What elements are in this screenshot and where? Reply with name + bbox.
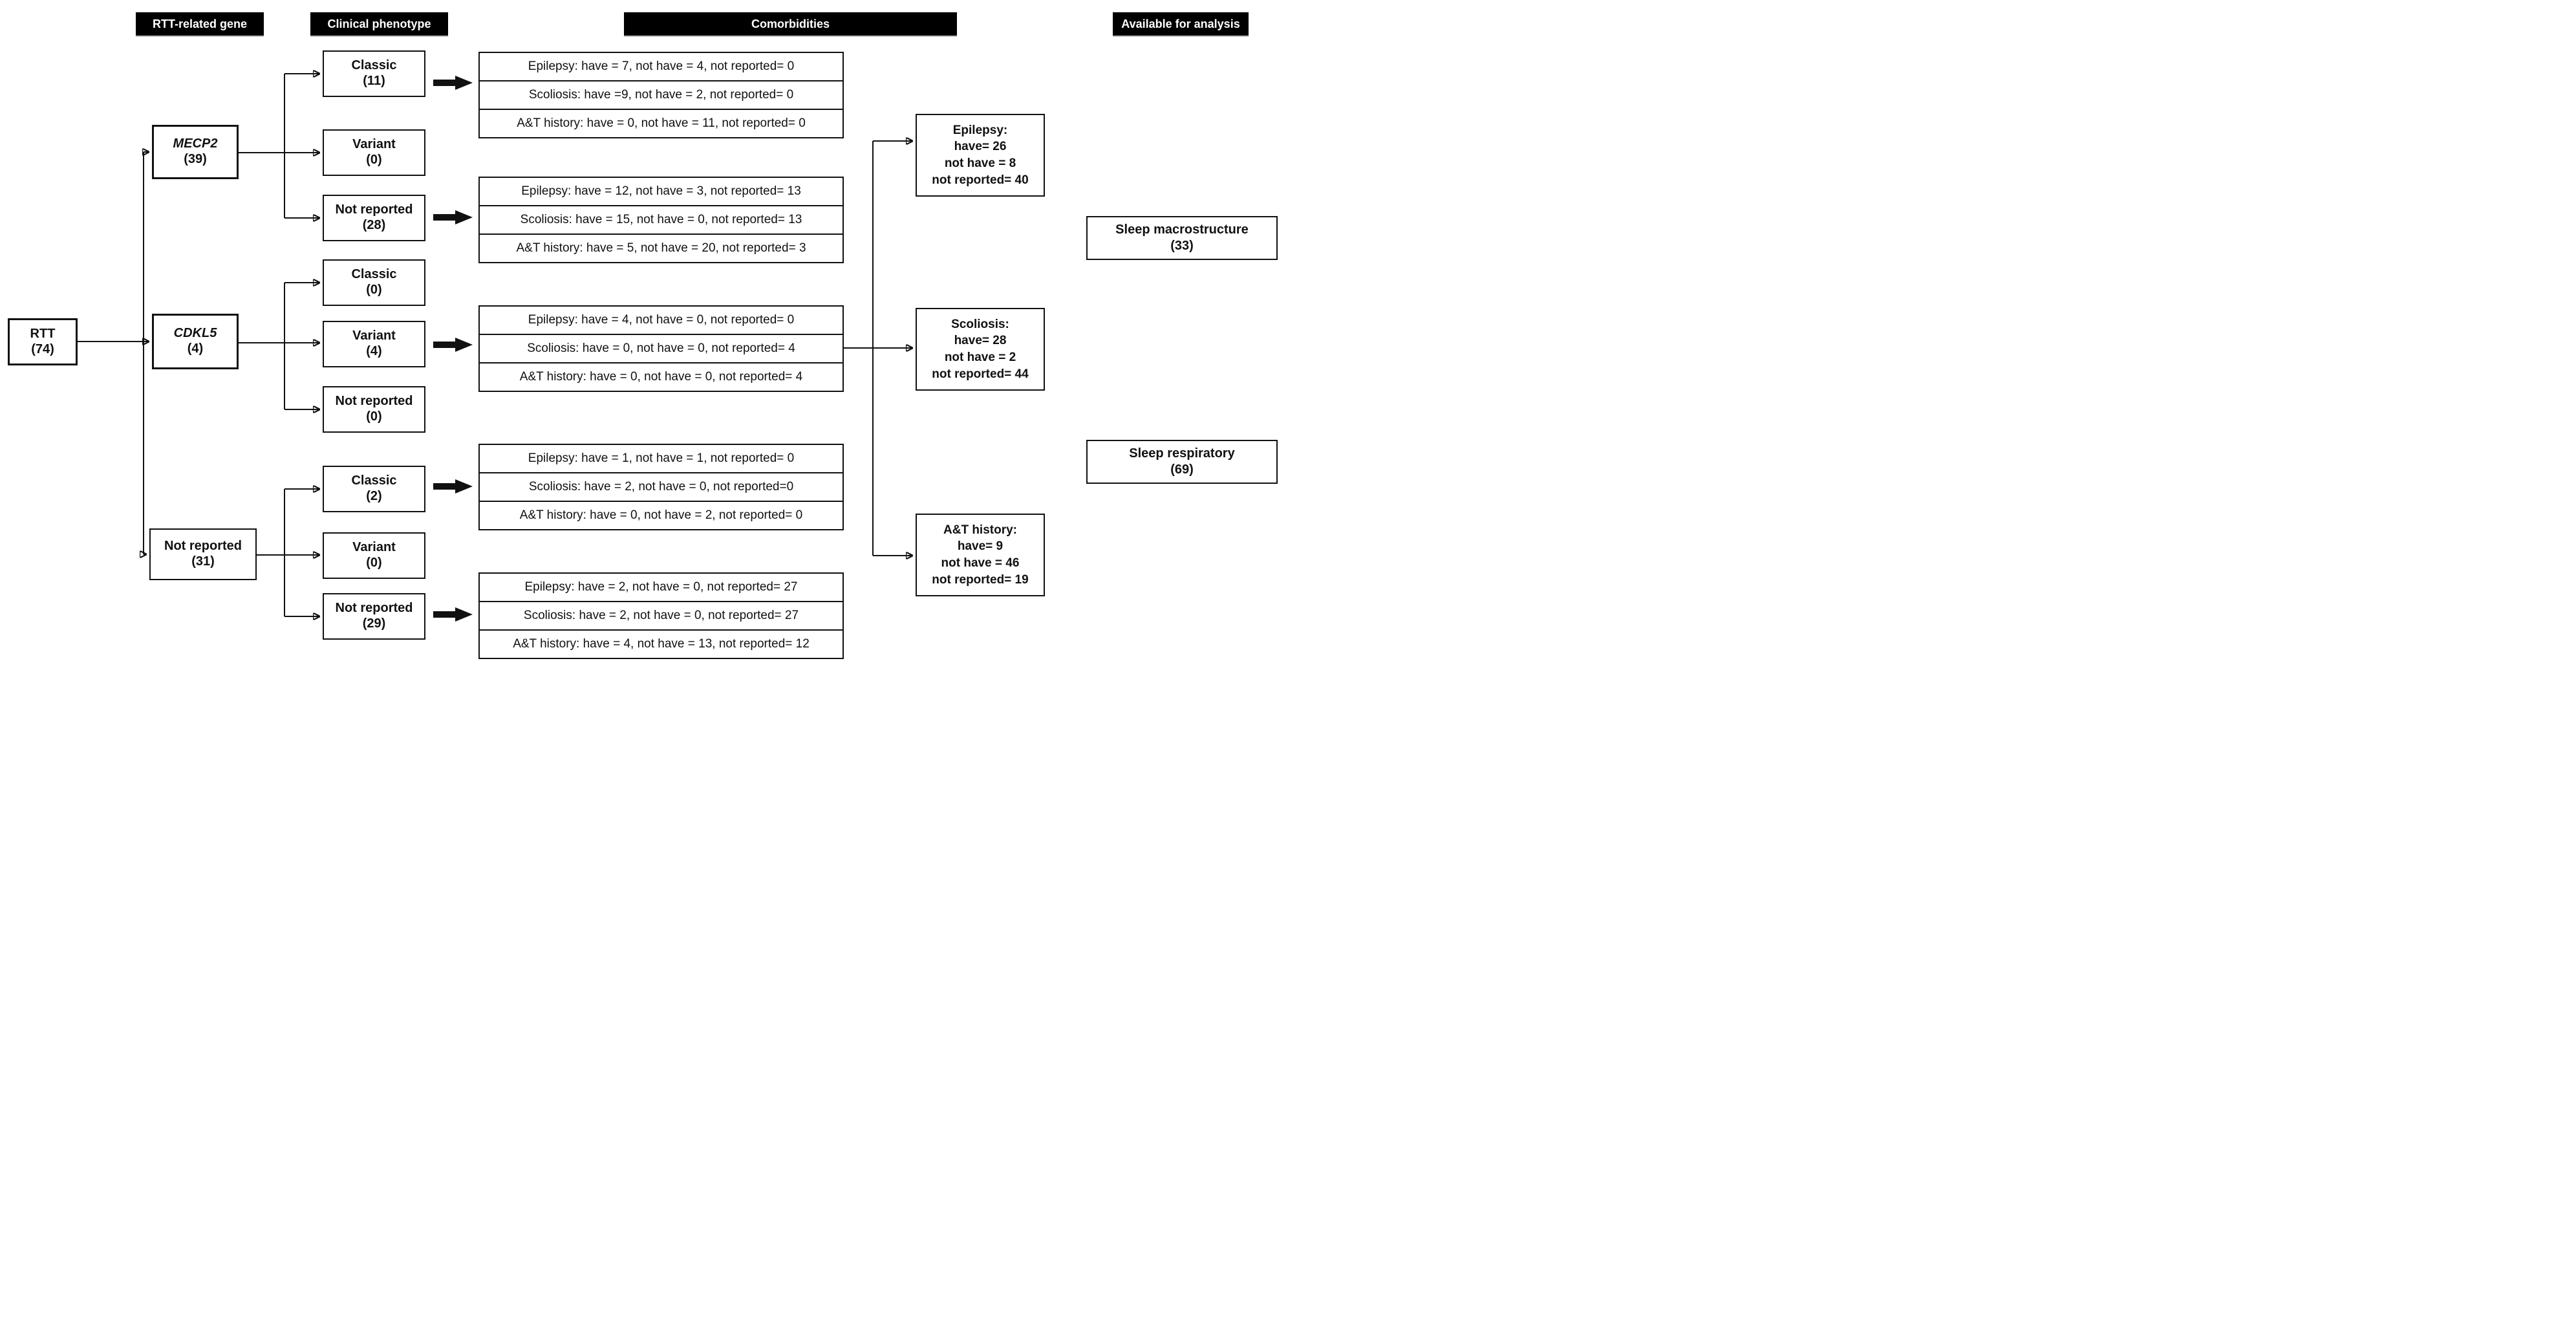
box-phenotype-cdkl5-classic: Classic (0) [323, 259, 425, 306]
box-gene-not-reported: Not reported (31) [149, 528, 257, 580]
header-available-for-analysis: Available for analysis [1113, 12, 1249, 36]
thick-arrow [433, 76, 473, 90]
header-rtt-related-gene: RTT-related gene [136, 12, 264, 36]
header-clinical-phenotype: Clinical phenotype [310, 12, 448, 36]
gene-not-reported-count: (31) [191, 554, 215, 569]
comorbidity-row: Epilepsy: have = 2, not have = 0, not re… [478, 572, 844, 602]
box-sleep-macrostructure: Sleep macrostructure (33) [1086, 216, 1278, 260]
comorbidity-row: Epilepsy: have = 12, not have = 3, not r… [478, 177, 844, 206]
comorbidity-row: Epilepsy: have = 4, not have = 0, not re… [478, 305, 844, 335]
box-phenotype-mecp2-classic: Classic (11) [323, 50, 425, 97]
comorbidity-row: Scoliosis: have = 0, not have = 0, not r… [478, 334, 844, 364]
box-phenotype-mecp2-variant: Variant (0) [323, 129, 425, 176]
comorbidity-block-nr-classic: Epilepsy: have = 1, not have = 1, not re… [478, 444, 844, 530]
box-phenotype-nr-classic: Classic (2) [323, 466, 425, 512]
box-rtt-label: RTT [30, 326, 56, 341]
summary-box-scoliosis: Scoliosis: have= 28 not have = 2 not rep… [916, 308, 1045, 391]
comorbidity-row: Scoliosis: have = 2, not have = 0, not r… [478, 601, 844, 631]
gene-not-reported-label: Not reported [164, 539, 242, 554]
box-gene-mecp2: MECP2 (39) [152, 125, 239, 179]
box-phenotype-mecp2-not-reported: Not reported (28) [323, 195, 425, 241]
comorbidity-row: A&T history: have = 0, not have = 0, not… [478, 362, 844, 392]
comorbidity-row: A&T history: have = 5, not have = 20, no… [478, 233, 844, 263]
box-rtt: RTT (74) [8, 318, 78, 365]
gene-cdkl5-count: (4) [187, 342, 204, 356]
comorbidity-block-mecp2-not-reported: Epilepsy: have = 12, not have = 3, not r… [478, 177, 844, 263]
thick-arrow [433, 210, 473, 224]
summary-box-epilepsy: Epilepsy: have= 26 not have = 8 not repo… [916, 114, 1045, 197]
comorbidity-row: Scoliosis: have = 15, not have = 0, not … [478, 205, 844, 235]
thick-arrow [433, 607, 473, 622]
box-sleep-respiratory: Sleep respiratory (69) [1086, 440, 1278, 484]
box-phenotype-cdkl5-variant: Variant (4) [323, 321, 425, 367]
comorbidity-row: A&T history: have = 0, not have = 2, not… [478, 501, 844, 530]
gene-mecp2-label: MECP2 [173, 136, 218, 151]
comorbidity-row: Scoliosis: have =9, not have = 2, not re… [478, 80, 844, 110]
comorbidity-row: Scoliosis: have = 2, not have = 0, not r… [478, 472, 844, 502]
flowchart-canvas: RTT-related gene Clinical phenotype Como… [0, 0, 1288, 662]
comorbidity-block-cdkl5-variant: Epilepsy: have = 4, not have = 0, not re… [478, 305, 844, 392]
comorbidity-row: Epilepsy: have = 7, not have = 4, not re… [478, 52, 844, 81]
box-phenotype-cdkl5-not-reported: Not reported (0) [323, 386, 425, 433]
comorbidity-row: A&T history: have = 4, not have = 13, no… [478, 629, 844, 659]
comorbidity-block-mecp2-classic: Epilepsy: have = 7, not have = 4, not re… [478, 52, 844, 138]
box-phenotype-nr-variant: Variant (0) [323, 532, 425, 579]
summary-box-at-history: A&T history: have= 9 not have = 46 not r… [916, 514, 1045, 596]
header-comorbidities: Comorbidities [624, 12, 957, 36]
box-gene-cdkl5: CDKL5 (4) [152, 314, 239, 369]
box-rtt-count: (74) [31, 342, 54, 356]
comorbidity-block-nr-not-reported: Epilepsy: have = 2, not have = 0, not re… [478, 572, 844, 659]
gene-mecp2-count: (39) [184, 152, 207, 166]
gene-cdkl5-label: CDKL5 [173, 326, 217, 341]
thick-arrow [433, 479, 473, 494]
thick-arrow [433, 338, 473, 352]
box-phenotype-nr-not-reported: Not reported (29) [323, 593, 425, 640]
comorbidity-row: A&T history: have = 0, not have = 11, no… [478, 109, 844, 138]
comorbidity-row: Epilepsy: have = 1, not have = 1, not re… [478, 444, 844, 473]
